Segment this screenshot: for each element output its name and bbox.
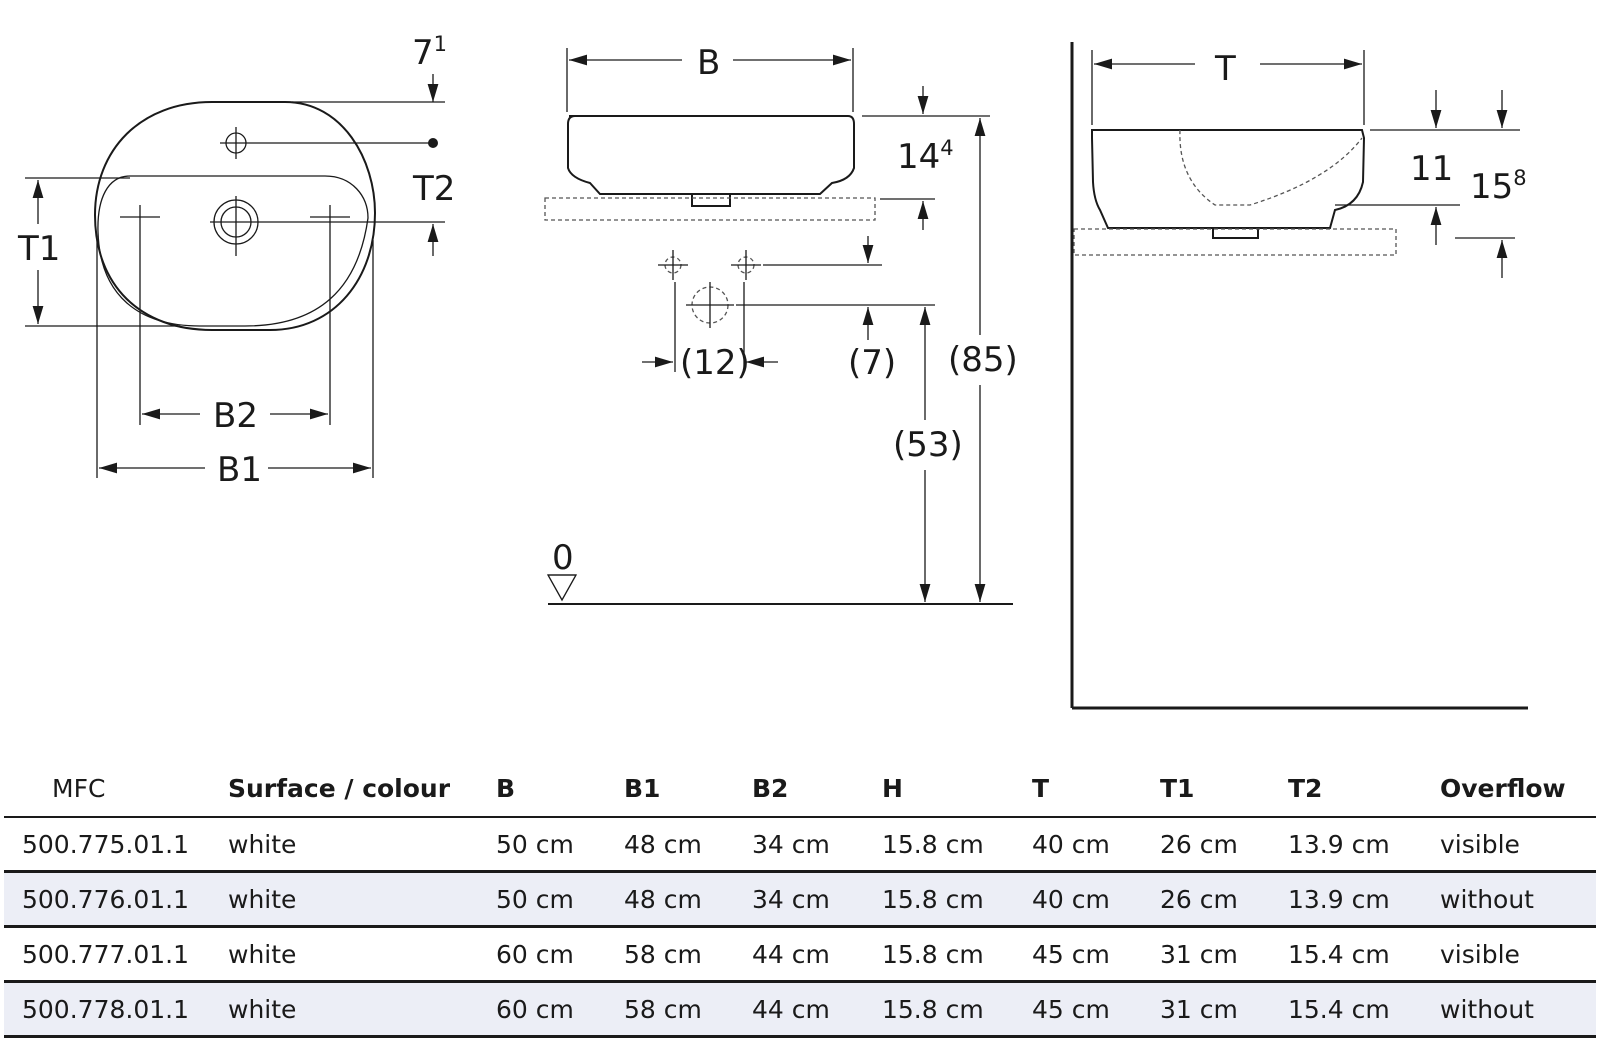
- cell-overflow: without: [1440, 871, 1596, 928]
- cell-mfc: 500.778.01.1: [4, 981, 228, 1038]
- side-countertop-outline: [1073, 228, 1397, 256]
- countertop-outline: [544, 197, 876, 221]
- cell-b: 50 cm: [496, 817, 624, 873]
- side-view: T 11 158: [1070, 42, 1528, 710]
- label-b: B: [697, 43, 720, 83]
- dim-outer-height: 158: [1470, 166, 1527, 207]
- cell-t2: 15.4 cm: [1288, 981, 1440, 1038]
- cell-overflow: without: [1440, 981, 1596, 1038]
- cell-t: 45 cm: [1032, 926, 1160, 983]
- fixing-point-left-icon: [120, 205, 160, 232]
- cell-b: 50 cm: [496, 871, 624, 928]
- cell-mfc: 500.776.01.1: [4, 871, 228, 928]
- cell-mfc: 500.775.01.1: [4, 817, 228, 873]
- cell-t1: 26 cm: [1160, 817, 1288, 873]
- basin-inner-outline: [97, 175, 369, 327]
- dim-top-depth: 71: [412, 32, 447, 73]
- cell-t: 40 cm: [1032, 871, 1160, 928]
- cell-surface: white: [228, 926, 496, 983]
- cell-t1: 31 cm: [1160, 926, 1288, 983]
- label-t1: T1: [17, 229, 60, 269]
- fixing-point-right-icon: [310, 205, 350, 232]
- tap-center-left-icon: [658, 250, 688, 280]
- cell-surface: white: [228, 871, 496, 928]
- dim-basin-height: 144: [897, 136, 954, 177]
- cell-overflow: visible: [1440, 926, 1596, 983]
- cell-b1: 58 cm: [624, 926, 752, 983]
- cell-h: 15.8 cm: [882, 871, 1032, 928]
- cell-b2: 44 cm: [752, 981, 882, 1038]
- cell-t1: 31 cm: [1160, 981, 1288, 1038]
- header-t2: T2: [1288, 760, 1440, 818]
- technical-drawing: T1 71 T2 B2 B1 B: [17, 32, 1528, 710]
- cell-h: 15.8 cm: [882, 817, 1032, 873]
- cell-b: 60 cm: [496, 981, 624, 1038]
- header-b: B: [496, 760, 624, 818]
- floor-label: 0: [552, 538, 574, 578]
- cell-b1: 58 cm: [624, 981, 752, 1038]
- cell-t: 40 cm: [1032, 817, 1160, 873]
- tap-hole-icon: [220, 127, 252, 159]
- tap-center-right-icon: [731, 250, 761, 280]
- dim-inner-height: 11: [1410, 149, 1453, 189]
- plan-view: T1 71 T2 B2 B1: [17, 32, 455, 490]
- cell-b: 60 cm: [496, 926, 624, 983]
- dim-tap-spacing: (12): [680, 343, 750, 383]
- label-t2: T2: [412, 169, 455, 209]
- table-row: 500.778.01.1 white 60 cm 58 cm 44 cm 15.…: [4, 981, 1596, 1038]
- table-row: 500.776.01.1 white 50 cm 48 cm 34 cm 15.…: [4, 871, 1596, 928]
- cell-t2: 13.9 cm: [1288, 871, 1440, 928]
- header-overflow: Overflow: [1440, 760, 1596, 818]
- basin-front-profile: [567, 115, 855, 195]
- label-b2: B2: [213, 396, 258, 436]
- cell-t2: 13.9 cm: [1288, 817, 1440, 873]
- table-row: 500.777.01.1 white 60 cm 58 cm 44 cm 15.…: [4, 926, 1596, 983]
- header-mfc: MFC: [4, 760, 228, 818]
- cell-h: 15.8 cm: [882, 926, 1032, 983]
- label-b1: B1: [217, 450, 262, 490]
- cell-surface: white: [228, 981, 496, 1038]
- dim-total-height: (85): [948, 340, 1018, 380]
- cell-b2: 44 cm: [752, 926, 882, 983]
- drain-icon: [210, 196, 262, 256]
- cell-mfc: 500.777.01.1: [4, 926, 228, 983]
- header-surface-colour: Surface / colour: [228, 760, 496, 818]
- cell-overflow: visible: [1440, 817, 1596, 873]
- table-row: 500.775.01.1 white 50 cm 48 cm 34 cm 15.…: [4, 817, 1596, 873]
- cell-t: 45 cm: [1032, 981, 1160, 1038]
- cell-h: 15.8 cm: [882, 981, 1032, 1038]
- floor-level-icon: [546, 574, 578, 602]
- header-t: T: [1032, 760, 1160, 818]
- header-b1: B1: [624, 760, 752, 818]
- cell-surface: white: [228, 817, 496, 873]
- cell-b1: 48 cm: [624, 817, 752, 873]
- dim-tap-offset: (7): [848, 343, 896, 383]
- cell-b2: 34 cm: [752, 871, 882, 928]
- header-b2: B2: [752, 760, 882, 818]
- header-h: H: [882, 760, 1032, 818]
- header-t1: T1: [1160, 760, 1288, 818]
- table-header-row: MFC Surface / colour B B1 B2 H T T1 T2 O…: [4, 760, 1596, 818]
- front-view: B 144 (7): [544, 43, 1018, 605]
- cell-b2: 34 cm: [752, 817, 882, 873]
- bowl-hidden-line: [1179, 129, 1363, 206]
- cell-b1: 48 cm: [624, 871, 752, 928]
- cell-t1: 26 cm: [1160, 871, 1288, 928]
- dim-tap-height: (53): [893, 425, 963, 465]
- cell-t2: 15.4 cm: [1288, 926, 1440, 983]
- label-t: T: [1214, 49, 1236, 89]
- basin-outline: [93, 101, 377, 331]
- basin-side-profile: [1091, 129, 1366, 229]
- waste-center-icon: [686, 282, 734, 328]
- specification-table: MFC Surface / colour B B1 B2 H T T1 T2 O…: [4, 760, 1596, 1038]
